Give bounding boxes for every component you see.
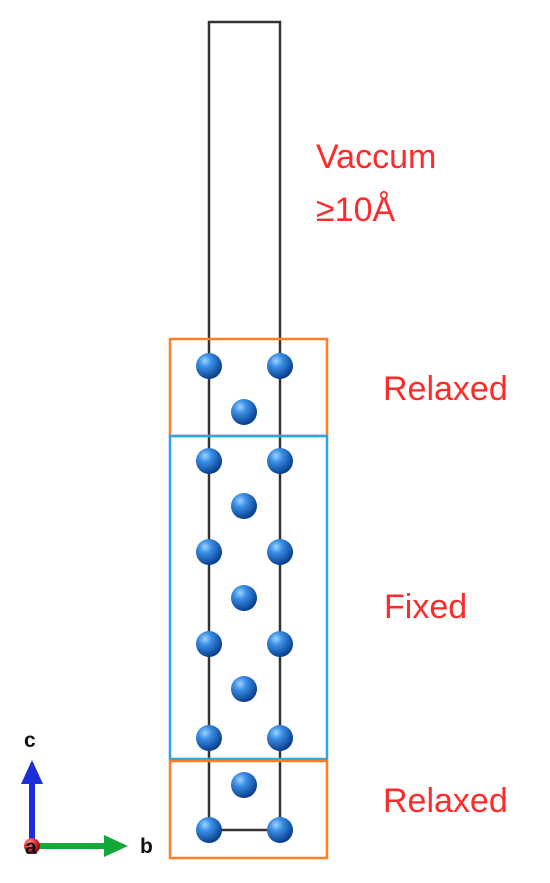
- atom: [196, 353, 222, 379]
- relaxed-bottom-label: Relaxed: [383, 782, 508, 820]
- unit-cell-outline: [207, 20, 282, 832]
- atom: [267, 725, 293, 751]
- fixed-box: [168, 434, 329, 761]
- atoms: [196, 353, 293, 843]
- atom: [196, 539, 222, 565]
- atom: [231, 399, 257, 425]
- axis-a-label: a: [25, 836, 37, 859]
- relaxed-bottom-box: [168, 759, 329, 860]
- atom: [196, 725, 222, 751]
- axis-b-label: b: [140, 835, 153, 858]
- atom: [267, 631, 293, 657]
- axis-c-label: c: [24, 729, 36, 752]
- atom: [267, 539, 293, 565]
- atom: [267, 448, 293, 474]
- atom: [267, 817, 293, 843]
- atom: [231, 772, 257, 798]
- atom: [196, 817, 222, 843]
- atom: [196, 631, 222, 657]
- axis-indicator: [21, 760, 128, 857]
- atom: [231, 676, 257, 702]
- axis-b-arrowhead: [104, 835, 128, 857]
- atom: [267, 353, 293, 379]
- fixed-label: Fixed: [384, 588, 468, 626]
- atom: [196, 448, 222, 474]
- axis-a-origin: [24, 838, 40, 854]
- vacuum-label: Vaccum: [316, 138, 437, 176]
- relaxed-top-label: Relaxed: [383, 370, 508, 408]
- axis-c-arrowhead: [21, 760, 43, 784]
- atom: [231, 585, 257, 611]
- atom: [231, 493, 257, 519]
- vacuum-thickness-label: ≥10Å: [316, 191, 396, 229]
